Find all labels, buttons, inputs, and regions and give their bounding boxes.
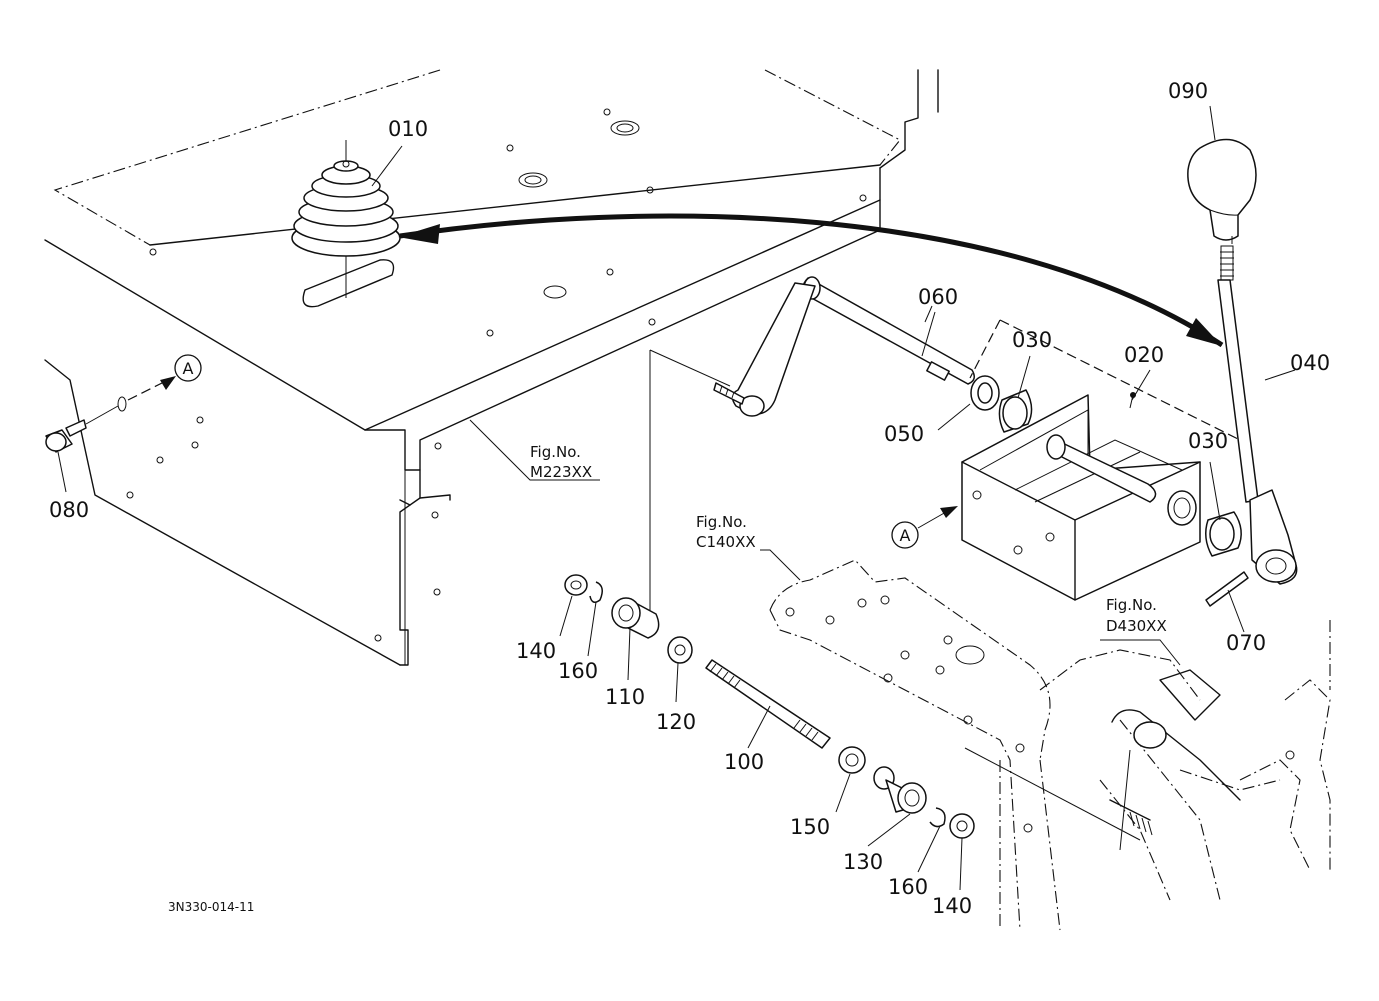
bracket-box-020 — [961, 319, 1241, 601]
label-150: 150 — [790, 815, 830, 839]
figure-ref-d430-code: D430XX — [1106, 617, 1167, 635]
rod-assembly — [564, 349, 975, 839]
marker-a-2: A — [891, 506, 958, 549]
label-030-upper: 030 — [1012, 328, 1052, 352]
label-120: 120 — [656, 710, 696, 734]
rubber-boot-010 — [291, 140, 401, 298]
label-110: 110 — [605, 685, 645, 709]
lever-shaft-060 — [713, 276, 975, 417]
marker-a-2-text: A — [900, 526, 911, 545]
marker-a-1-text: A — [183, 359, 194, 378]
knob-090 — [1187, 138, 1257, 244]
joint-110 — [611, 597, 660, 639]
pin-070 — [1205, 571, 1249, 607]
label-030-lower: 030 — [1188, 429, 1228, 453]
label-050: 050 — [884, 422, 924, 446]
lockwasher-160-right — [929, 807, 946, 828]
shift-lever-040 — [1217, 245, 1298, 585]
part-labels: 010 060 030 020 040 050 030 070 080 090 … — [49, 79, 1330, 918]
label-140-right: 140 — [932, 894, 972, 918]
transfer-arrow — [398, 213, 1224, 348]
figure-ref-d430-prefix: Fig.No. — [1106, 596, 1157, 614]
label-160-left: 160 — [558, 659, 598, 683]
floor-panel — [44, 69, 939, 666]
marker-a-1: A — [174, 354, 202, 382]
drawing-code: 3N330-014-11 — [168, 900, 254, 914]
transmission-frame — [769, 559, 1331, 931]
bushing-030-upper — [998, 389, 1033, 433]
figure-ref-m223-code: M223XX — [530, 463, 592, 481]
figure-ref-m223-prefix: Fig.No. — [530, 443, 581, 461]
label-020: 020 — [1124, 343, 1164, 367]
label-040: 040 — [1290, 351, 1330, 375]
nut-140-left — [564, 574, 588, 596]
lockwasher-160-left — [589, 581, 603, 603]
figure-ref-m223: Fig.No. M223XX — [530, 443, 592, 481]
figure-ref-c140: Fig.No. C140XX — [696, 513, 756, 551]
nut-120 — [667, 636, 693, 664]
bolt-080 — [45, 376, 176, 453]
nut-150 — [838, 746, 866, 774]
figure-ref-c140-code: C140XX — [696, 533, 756, 551]
washer-050 — [970, 375, 1000, 411]
bushing-030-lower — [1205, 511, 1242, 557]
label-100: 100 — [724, 750, 764, 774]
threaded-rod-100 — [705, 659, 831, 749]
leader-lines — [57, 105, 1296, 891]
label-160-right: 160 — [888, 875, 928, 899]
label-130: 130 — [843, 850, 883, 874]
label-090: 090 — [1168, 79, 1208, 103]
figure-ref-d430: Fig.No. D430XX — [1106, 596, 1167, 635]
label-140-left: 140 — [516, 639, 556, 663]
joint-130 — [873, 766, 927, 814]
figure-ref-c140-prefix: Fig.No. — [696, 513, 747, 531]
nut-140-right — [949, 813, 975, 839]
label-070: 070 — [1226, 631, 1266, 655]
label-080: 080 — [49, 498, 89, 522]
label-010: 010 — [388, 117, 428, 141]
label-060: 060 — [918, 285, 958, 309]
